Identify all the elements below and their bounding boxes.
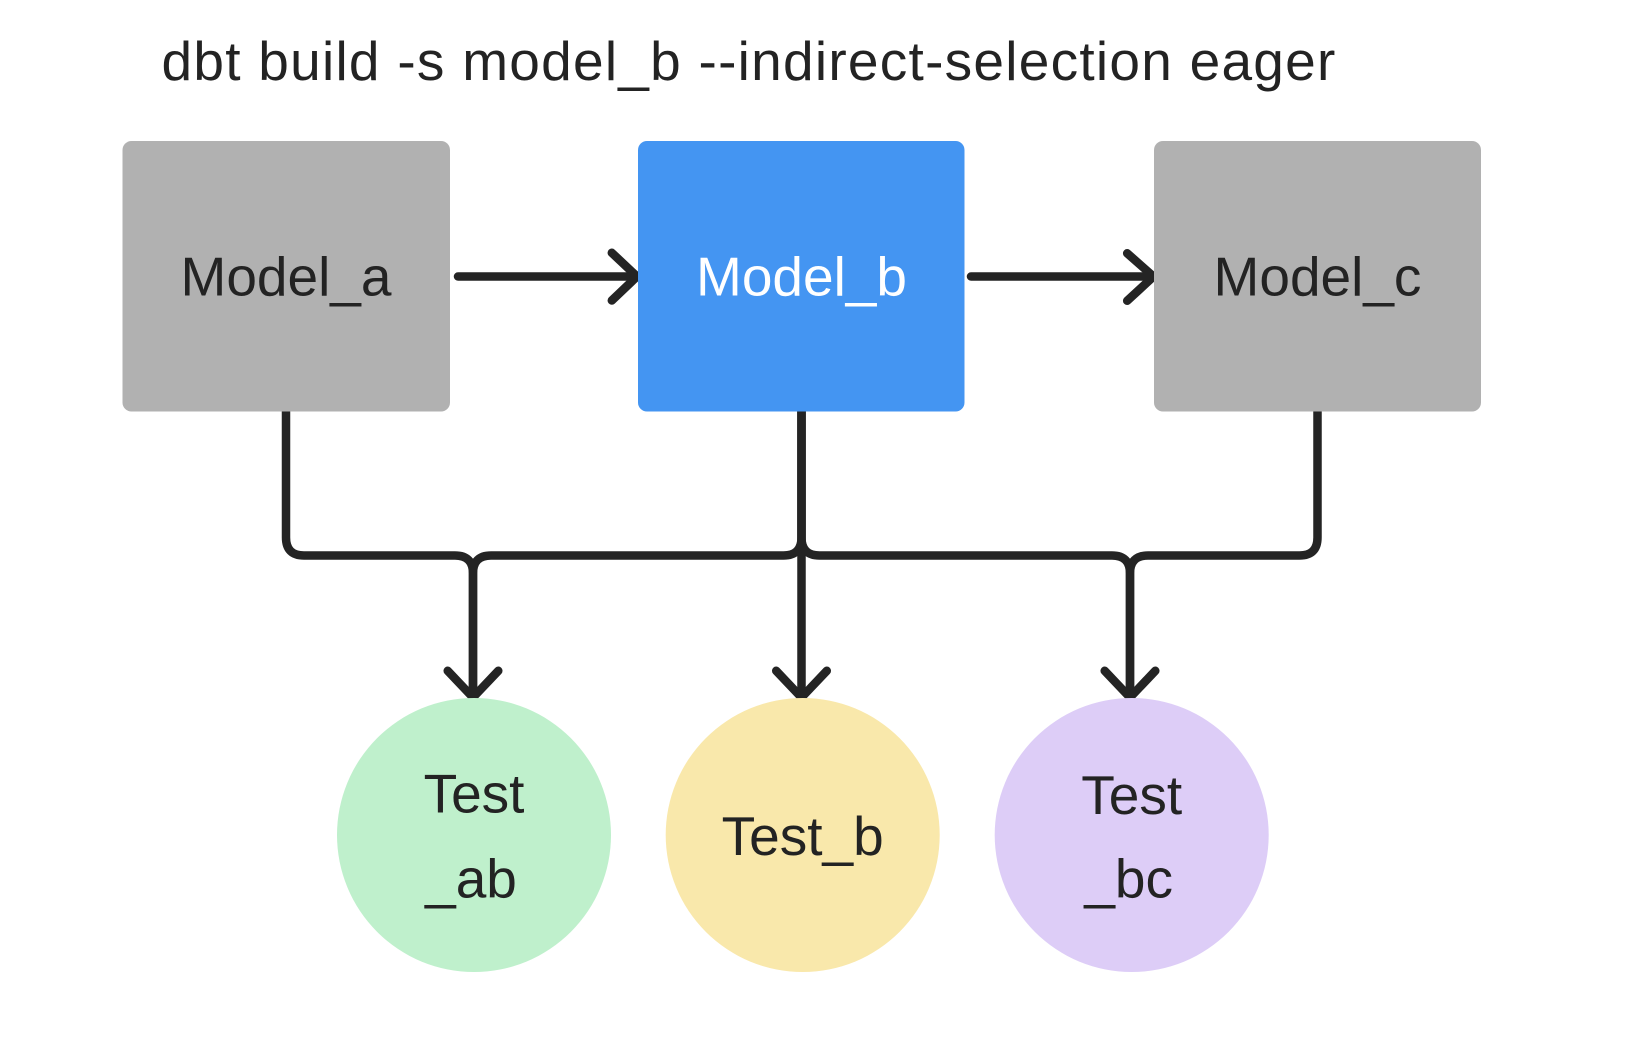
svg-text:_bc: _bc [1083,848,1173,910]
svg-text:dbt build -s model_b --indirec: dbt build -s model_b --indirect-selectio… [162,30,1337,92]
svg-text:Model_b: Model_b [696,246,907,308]
svg-text:Test: Test [1081,764,1182,826]
svg-text:Test: Test [424,763,525,825]
svg-text:_ab: _ab [424,848,517,910]
svg-text:Model_c: Model_c [1214,246,1422,308]
svg-text:Test_b: Test_b [722,805,884,867]
svg-text:Model_a: Model_a [181,246,392,308]
